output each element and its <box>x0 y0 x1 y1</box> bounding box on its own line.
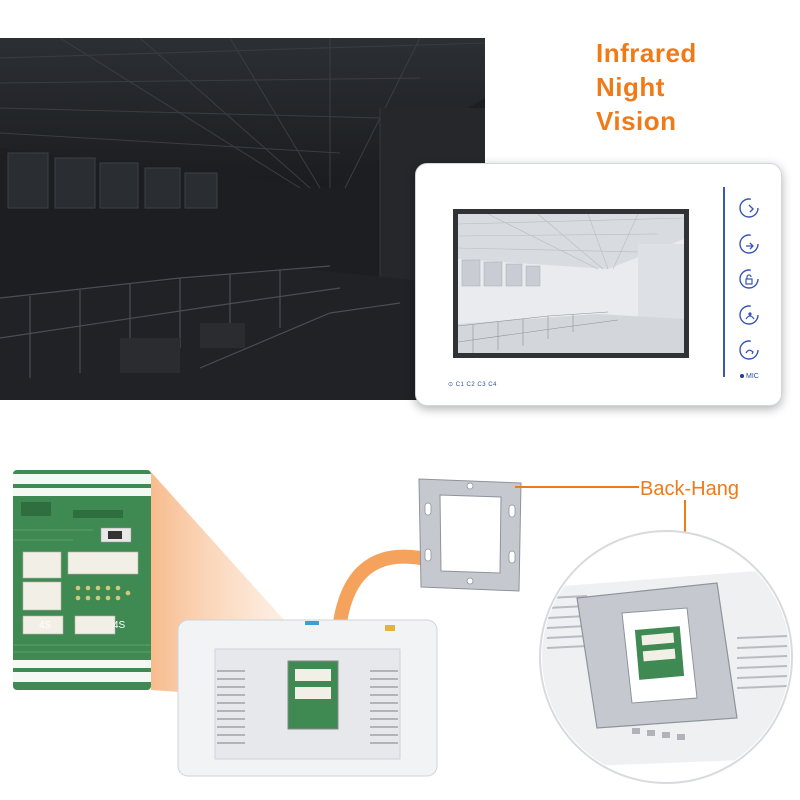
intercom-icon <box>739 305 759 325</box>
pcb-port-label: 4S <box>113 620 126 631</box>
unlock-icon <box>739 269 759 289</box>
indoor-monitor-rear <box>175 617 440 779</box>
back-hang-bracket <box>415 473 525 597</box>
camera-channel-labels: ⊙ C1 C2 C3 C4 <box>448 382 497 388</box>
callout-line <box>515 486 639 488</box>
hangup-button[interactable] <box>738 339 760 361</box>
button-panel-strip <box>723 187 725 377</box>
indoor-monitor-front: ⊙ C1 C2 C3 C4 MIC <box>415 163 782 406</box>
infrared-night-vision-heading: Infrared Night Vision <box>596 36 697 138</box>
intercom-button[interactable] <box>738 304 760 326</box>
mount-arrow <box>331 549 437 647</box>
bracket-mounted-zoom <box>537 528 795 786</box>
headline-line: Infrared <box>596 38 697 68</box>
headline-line: Night <box>596 72 665 102</box>
headline-line: Vision <box>596 106 677 136</box>
monitor-call-button[interactable] <box>738 197 760 219</box>
mic-text: MIC <box>746 373 759 380</box>
pcb-port-label: 4S <box>39 620 52 631</box>
transfer-call-icon <box>739 234 759 254</box>
screen-night-image <box>458 214 684 353</box>
hangup-icon <box>739 340 759 360</box>
unlock-button[interactable] <box>738 268 760 290</box>
mic-dot-icon <box>740 374 744 379</box>
monitor-screen <box>453 209 689 358</box>
pcb-detail-image: 4S 4S <box>13 470 151 690</box>
back-hang-label: Back-Hang <box>640 478 739 500</box>
monitor-call-icon <box>739 198 759 218</box>
transfer-call-button[interactable] <box>738 233 760 255</box>
mic-label: MIC <box>740 373 759 380</box>
